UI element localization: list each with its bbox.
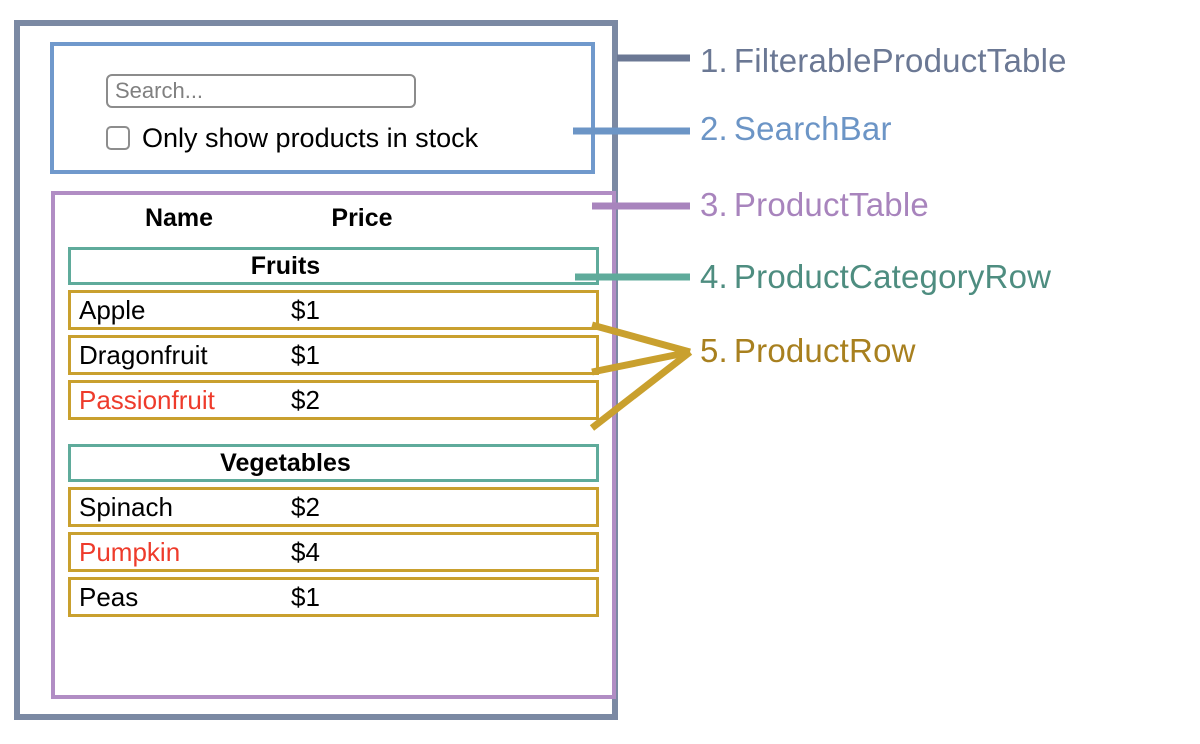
product-name: Apple	[79, 294, 146, 325]
legend-label: ProductTable	[733, 186, 929, 223]
product-category-row: Vegetables	[68, 444, 599, 482]
search-bar-container: Only show products in stock	[50, 42, 595, 174]
product-row: Spinach $2	[68, 487, 599, 527]
legend-item-product-row: 5.ProductRow	[700, 334, 916, 368]
product-row: Passionfruit $2	[68, 380, 599, 420]
product-price: $2	[291, 491, 320, 522]
legend-item-filterable-product-table: 1.FilterableProductTable	[700, 44, 1067, 78]
legend-label: ProductRow	[733, 332, 916, 369]
product-name: Passionfruit	[79, 384, 215, 415]
product-price: $1	[291, 339, 320, 370]
product-name: Peas	[79, 581, 139, 612]
product-category-row: Fruits	[68, 247, 599, 285]
product-name: Pumpkin	[79, 536, 181, 567]
product-price: $1	[291, 294, 320, 325]
product-category-label: Vegetables	[220, 448, 351, 477]
product-table-grid: Name Price Fruits Apple $1 Dragonfruit $…	[68, 195, 599, 617]
product-name: Dragonfruit	[79, 339, 208, 370]
product-row: Peas $1	[68, 577, 599, 617]
legend-number: 1.	[700, 42, 728, 79]
legend-label: FilterableProductTable	[733, 42, 1067, 79]
legend-number: 3.	[700, 186, 728, 223]
filterable-product-table-container: Only show products in stock Name Price F…	[14, 20, 618, 720]
product-category-label: Fruits	[250, 251, 321, 280]
legend-item-product-table: 3.ProductTable	[700, 188, 929, 222]
product-table-header: Name Price	[68, 195, 599, 241]
product-row: Dragonfruit $1	[68, 335, 599, 375]
product-row: Apple $1	[68, 290, 599, 330]
legend-number: 4.	[700, 258, 728, 295]
legend-label: ProductCategoryRow	[733, 258, 1052, 295]
product-price: $1	[291, 581, 320, 612]
legend-item-search-bar: 2.SearchBar	[700, 112, 892, 146]
product-price: $4	[291, 536, 320, 567]
legend-item-product-category-row: 4.ProductCategoryRow	[700, 260, 1051, 294]
legend-number: 2.	[700, 110, 728, 147]
column-header-price: Price	[331, 203, 393, 232]
stock-filter-row[interactable]: Only show products in stock	[106, 124, 478, 152]
product-price: $2	[291, 384, 320, 415]
only-in-stock-label: Only show products in stock	[142, 123, 479, 153]
product-name: Spinach	[79, 491, 173, 522]
column-header-name: Name	[144, 203, 214, 232]
only-in-stock-checkbox[interactable]	[106, 126, 130, 150]
product-table-container: Name Price Fruits Apple $1 Dragonfruit $…	[51, 191, 616, 699]
legend-number: 5.	[700, 332, 728, 369]
search-input[interactable]	[106, 74, 416, 108]
product-row: Pumpkin $4	[68, 532, 599, 572]
legend-label: SearchBar	[733, 110, 892, 147]
